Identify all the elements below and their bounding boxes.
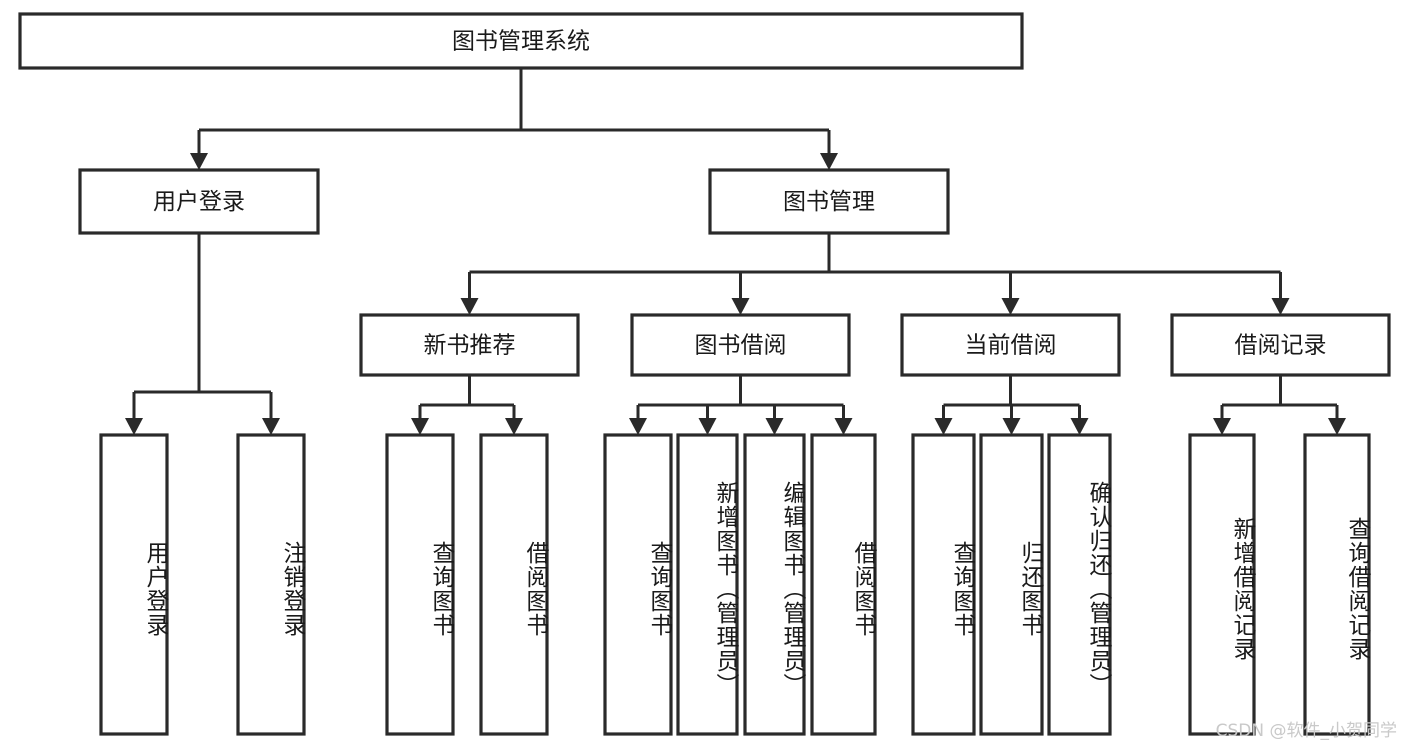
arrow-head-icon (765, 418, 784, 435)
node-leaf-10[interactable] (1047, 433, 1112, 736)
node-leaf-3[interactable] (479, 433, 549, 736)
arrow-head-icon (1002, 418, 1021, 435)
node-level2-0[interactable] (78, 168, 320, 235)
node-level3-1[interactable] (630, 313, 851, 377)
arrow-head-icon (1070, 418, 1089, 435)
node-leaf-0[interactable] (99, 433, 169, 736)
arrow-head-icon (125, 418, 143, 435)
node-leaf-6[interactable] (743, 433, 806, 736)
node-level2-1[interactable] (708, 168, 950, 235)
arrow-head-icon (262, 418, 280, 435)
node-leaf-9[interactable] (979, 433, 1044, 736)
arrow-head-icon (934, 418, 953, 435)
arrow-head-icon (411, 418, 429, 435)
arrow-head-icon (820, 153, 838, 170)
node-label-level3-3: 借阅记录 (1235, 333, 1327, 359)
node-level3-3[interactable] (1170, 313, 1391, 377)
arrow-head-icon (731, 298, 750, 315)
node-level3-0[interactable] (359, 313, 580, 377)
arrow-head-icon (190, 153, 208, 170)
node-label-level3-0: 新书推荐 (424, 333, 516, 359)
node-label-level2-1: 图书管理 (783, 189, 875, 215)
node-label-level2-0: 用户登录 (153, 189, 245, 215)
node-leaf-11[interactable] (1188, 433, 1256, 736)
node-leaf-12[interactable] (1303, 433, 1371, 736)
node-label-root: 图书管理系统 (452, 29, 590, 55)
node-leaf-7[interactable] (810, 433, 877, 736)
node-leaf-4[interactable] (603, 433, 673, 736)
node-leaf-8[interactable] (911, 433, 976, 736)
node-leaf-1[interactable] (236, 433, 306, 736)
node-label-level3-2: 当前借阅 (965, 333, 1057, 359)
arrow-head-icon (1328, 418, 1346, 435)
arrow-head-icon (460, 298, 479, 315)
csdn-watermark: CSDN @软件_小贺同学 (1215, 721, 1397, 741)
arrow-head-icon (1213, 418, 1231, 435)
connector-layer (125, 68, 1346, 435)
node-level3-2[interactable] (900, 313, 1121, 377)
node-label-level3-1: 图书借阅 (695, 333, 787, 359)
arrow-head-icon (1001, 298, 1020, 315)
arrow-head-icon (629, 418, 647, 435)
arrow-head-icon (1271, 298, 1290, 315)
node-leaf-2[interactable] (385, 433, 455, 736)
node-box-layer (18, 12, 1391, 736)
arrow-head-icon (505, 418, 523, 435)
node-leaf-5[interactable] (676, 433, 739, 736)
arrow-head-icon (698, 418, 717, 435)
node-root-图书管理系统[interactable] (18, 12, 1024, 70)
arrow-head-icon (834, 418, 853, 435)
